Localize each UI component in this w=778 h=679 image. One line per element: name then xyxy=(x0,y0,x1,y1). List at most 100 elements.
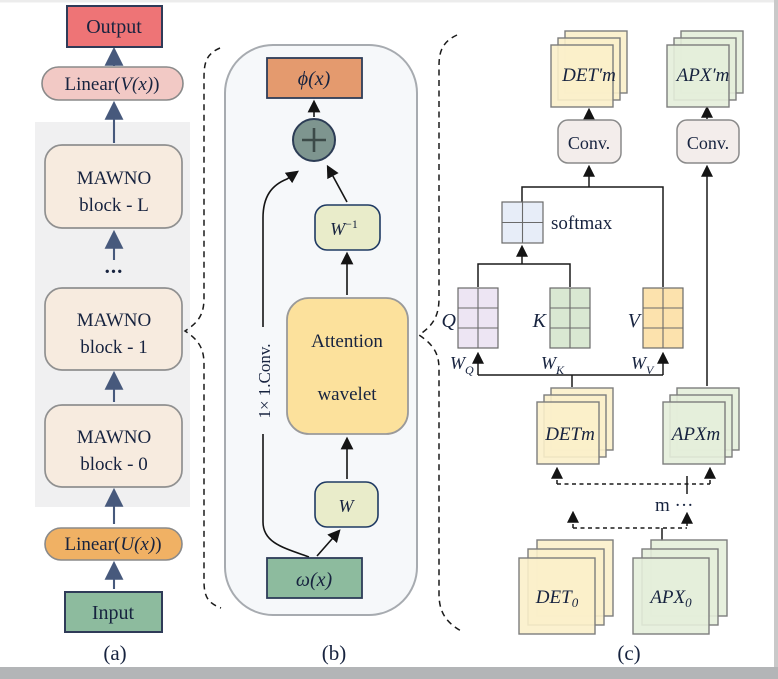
apx0-base: APX xyxy=(648,587,686,608)
linear-v-math: V(x) xyxy=(120,74,153,95)
mawno-block-l xyxy=(44,144,183,229)
linear-u-math: U(x) xyxy=(120,534,155,555)
apx0-subscript: 0 xyxy=(685,595,692,610)
detm-label: DETm xyxy=(544,424,595,445)
top-edge-strip xyxy=(0,0,778,3)
wq-base: W xyxy=(450,353,467,373)
det0-base: DET xyxy=(535,587,573,608)
apx-prime-stack: APX′m xyxy=(666,30,744,108)
mawno-block-1 xyxy=(44,287,183,371)
wk-base: W xyxy=(541,353,558,373)
caption-b: (b) xyxy=(322,641,347,665)
apx0-label: APX0 xyxy=(648,587,692,610)
attention-detail-lines xyxy=(472,105,716,541)
phi-label: ϕ(x) xyxy=(298,68,331,90)
omega-input-box xyxy=(266,557,363,599)
w-inverse-label: W−1 xyxy=(330,217,358,239)
softmax-grid xyxy=(501,201,544,244)
det0-stack: DET0 xyxy=(518,539,614,635)
conv-right-box xyxy=(676,119,740,164)
w-inverse-box xyxy=(314,204,381,251)
qk-join-line xyxy=(477,263,571,287)
w-label: W xyxy=(339,496,356,516)
linear-v-pill xyxy=(41,66,184,101)
attention-label-line2: wavelet xyxy=(317,384,377,405)
q-matrix xyxy=(457,287,499,349)
apx-prime-layer-front xyxy=(666,44,730,108)
conv-left-box xyxy=(557,119,622,164)
conv1x1-rotated-label: 1× 1.Conv. xyxy=(255,343,274,418)
mawno-block-0-line1: MAWNO xyxy=(77,427,151,448)
bottom-edge-strip xyxy=(0,667,778,679)
det0-label: DET0 xyxy=(535,587,579,610)
arrow-omega-to-w xyxy=(316,529,341,557)
ellipsis-blocks: ... xyxy=(105,254,124,278)
input-box xyxy=(64,591,163,633)
q-label: Q xyxy=(442,310,457,332)
wv-label: WV xyxy=(631,353,655,377)
w-inverse-base: W xyxy=(330,219,347,239)
caption-a: (a) xyxy=(103,641,126,665)
attention-wavelet-box xyxy=(286,297,409,435)
mawno-block-l-line1: MAWNO xyxy=(77,168,151,189)
wq-label: WQ xyxy=(450,353,474,377)
conv-left-label: Conv. xyxy=(568,133,610,153)
linear-v-suffix: ) xyxy=(153,74,159,95)
k-matrix xyxy=(549,287,591,349)
apxm-layer-front xyxy=(662,401,726,465)
caption-c: (c) xyxy=(617,641,640,665)
softmax-v-join-line xyxy=(521,186,664,287)
linear-v-label: Linear(V(x)) xyxy=(65,74,160,95)
wq-subscript: Q xyxy=(465,363,474,377)
detm-stack: DETm xyxy=(536,387,614,465)
flow-arrows-b xyxy=(262,99,354,558)
skip-connection-upper xyxy=(262,170,299,327)
detm-layer-front xyxy=(536,401,600,465)
mawno-block-1-line1: MAWNO xyxy=(77,310,151,331)
skip-connection-lower xyxy=(262,434,310,558)
linear-u-prefix: Linear( xyxy=(64,534,120,555)
brace-b-to-c xyxy=(417,34,464,633)
mawno-block-l-line2: block - L xyxy=(79,195,149,216)
wv-base: W xyxy=(631,353,648,373)
wk-label: WK xyxy=(541,353,565,377)
softmax-label: softmax xyxy=(551,213,613,234)
omega-label: ω(x) xyxy=(296,569,333,591)
mawno-block-0 xyxy=(44,404,183,488)
mawno-block-0-line2: block - 0 xyxy=(80,454,148,475)
phi-output-box xyxy=(266,57,363,99)
apx0-layer-front xyxy=(632,557,710,635)
apx-prime-label: APX′m xyxy=(675,65,730,86)
det-prime-layer-front xyxy=(550,44,614,108)
w-box xyxy=(314,481,379,528)
det-prime-label: DET′m xyxy=(561,65,616,86)
v-label: V xyxy=(628,310,643,332)
linear-u-label: Linear(U(x)) xyxy=(64,534,161,555)
arrow-winv-to-plus xyxy=(326,164,348,203)
output-box xyxy=(66,5,163,48)
linear-u-suffix: ) xyxy=(155,534,161,555)
det0-subscript: 0 xyxy=(572,595,579,610)
w-inverse-superscript: −1 xyxy=(345,217,358,231)
m-iterations-label: m ··· xyxy=(655,495,694,516)
output-label: Output xyxy=(86,16,142,38)
conv-right-label: Conv. xyxy=(687,133,729,153)
linear-u-pill xyxy=(44,527,183,561)
brace-a-to-b xyxy=(183,47,222,609)
linear-v-prefix: Linear( xyxy=(65,74,121,95)
wv-subscript: V xyxy=(646,363,655,377)
det0-layer-front xyxy=(518,557,596,635)
mawno-block-1-line2: block - 1 xyxy=(80,337,148,358)
k-label: K xyxy=(532,310,548,332)
plus-icon xyxy=(302,128,326,152)
apx0-stack: APX0 xyxy=(632,539,728,635)
apxm-stack: APXm xyxy=(662,387,740,465)
det-prime-stack: DET′m xyxy=(550,30,628,108)
input-label: Input xyxy=(92,602,135,624)
v-matrix xyxy=(642,287,684,349)
apxm-label: APXm xyxy=(670,424,721,445)
right-edge-strip xyxy=(774,0,778,679)
wk-subscript: K xyxy=(555,363,565,377)
